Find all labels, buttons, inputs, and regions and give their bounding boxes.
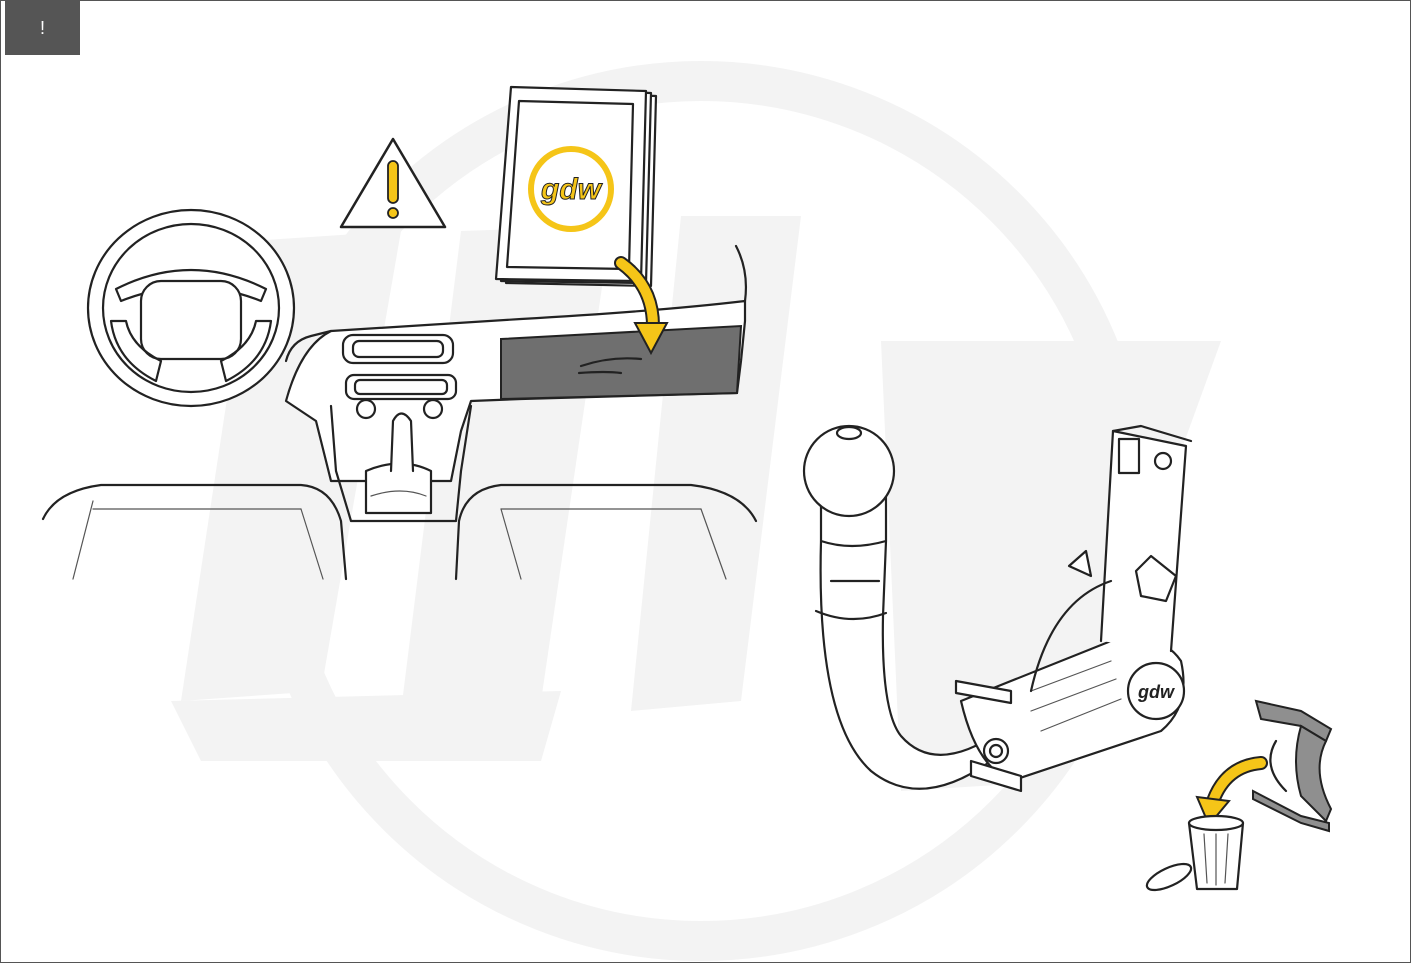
- watermark-logo: [171, 81, 1221, 941]
- towbar-logo-text: gdw: [1137, 682, 1175, 702]
- steering-wheel: [88, 210, 294, 406]
- manual-logo-text: gdw: [540, 173, 603, 206]
- glovebox: [501, 326, 741, 399]
- manual-book: gdw: [496, 87, 656, 286]
- trash-can-icon: [1143, 816, 1243, 895]
